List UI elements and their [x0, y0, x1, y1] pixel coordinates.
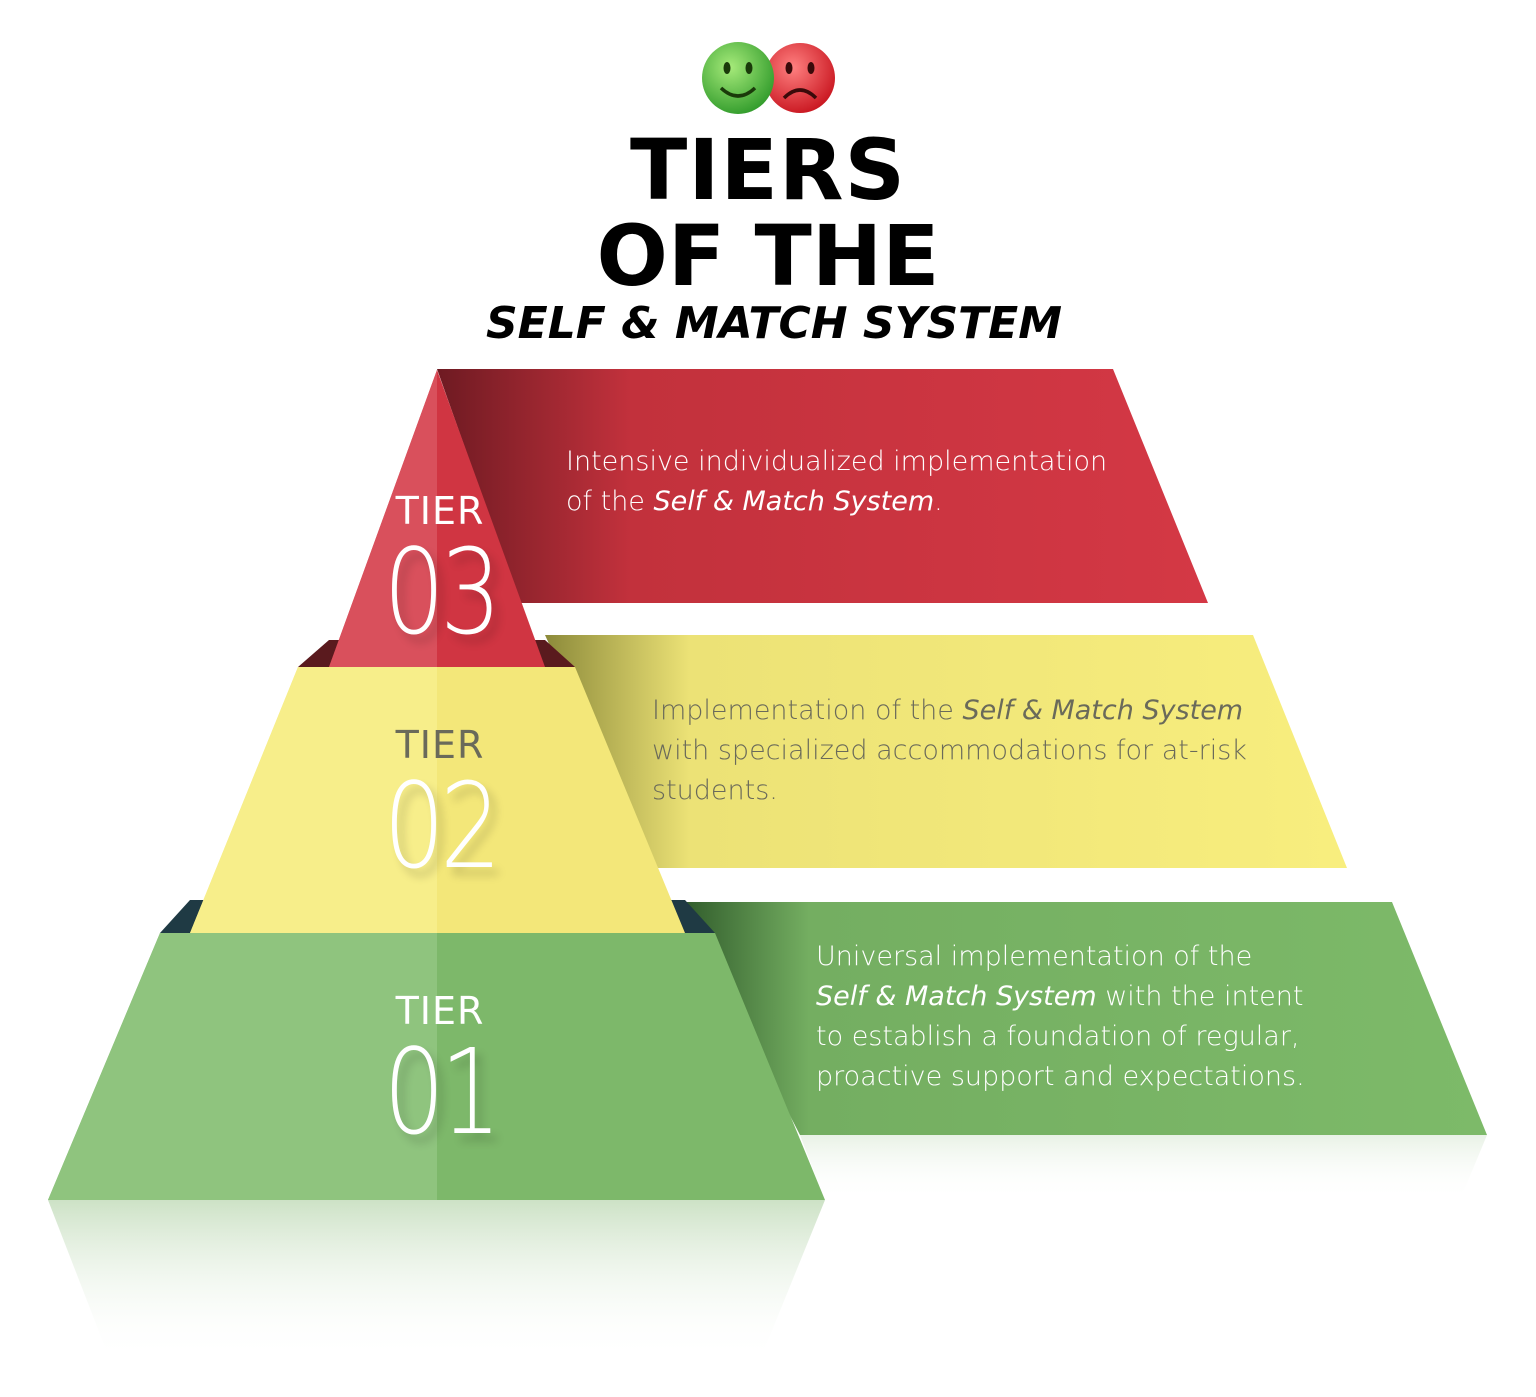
title-subtitle: SELF & MATCH SYSTEM	[485, 298, 1063, 349]
tier1-description: Universal implementation of the Self & M…	[816, 941, 1305, 1092]
tier2-number: 02	[383, 757, 501, 895]
tier1-banner	[680, 902, 1487, 1135]
tier3-label: TIER	[395, 489, 485, 533]
smiley-happy-green-icon	[702, 42, 774, 114]
tier1-number: 01	[383, 1023, 501, 1161]
smiley-sad-red-icon	[765, 43, 835, 113]
tier2-description: Implementation of the Self & Match Syste…	[652, 695, 1247, 806]
tier3-number: 03	[383, 523, 501, 661]
title-line-1: TIERS	[629, 121, 907, 219]
tier3-banner	[437, 369, 1208, 603]
tier2-banner	[545, 635, 1347, 868]
title-line-2: OF THE	[596, 207, 940, 305]
tier2-label: TIER	[395, 723, 485, 767]
tier1-label: TIER	[395, 989, 485, 1033]
tier3-description: Intensive individualized implementation …	[566, 446, 1108, 517]
